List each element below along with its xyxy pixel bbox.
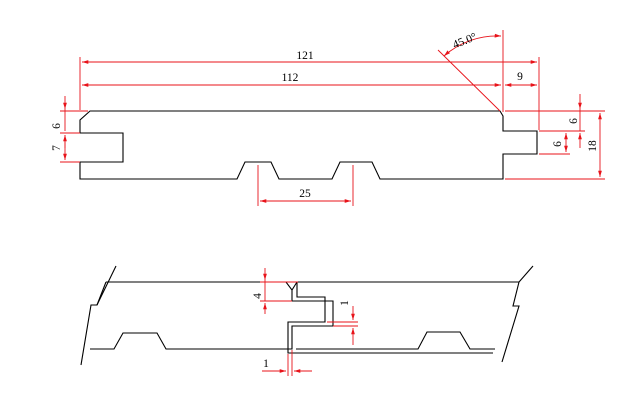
- dim-tongue-height: 6: [539, 133, 570, 155]
- dim-text-groove-top-offset: 6: [51, 123, 63, 129]
- dim-tongue-length: 9: [505, 71, 537, 87]
- dim-overall-width: 121: [79, 50, 540, 130]
- dim-text-tongue-height: 6: [552, 141, 564, 147]
- dim-board-thickness: 18: [505, 113, 605, 180]
- dim-text-relief-spacing: 25: [299, 188, 311, 200]
- dim-text-vertical-gap: 1: [339, 300, 351, 306]
- dim-text-horizontal-gap: 1: [263, 358, 269, 370]
- dim-text-tongue-angle: 45.0°: [451, 31, 479, 52]
- dim-tongue-top-offset: 6: [505, 94, 605, 148]
- dim-text-groove-height: 7: [51, 145, 63, 151]
- board-outline: [79, 110, 538, 180]
- dim-text-tongue-top-offset: 6: [568, 118, 580, 124]
- board-profile-left-joint: [80, 265, 334, 366]
- dim-text-chamfer-depth: 4: [252, 293, 264, 299]
- dim-text-face-width: 112: [282, 72, 299, 84]
- dim-chamfer-depth: 4: [252, 268, 298, 314]
- dim-groove-height: 7: [51, 135, 80, 163]
- dim-groove-top-offset: 6: [51, 96, 88, 148]
- left-board-outline: [80, 265, 117, 366]
- dim-text-board-thickness: 18: [587, 140, 599, 152]
- dim-tongue-angle: 45.0°: [437, 31, 502, 112]
- dim-relief-spacing: 25: [257, 165, 354, 206]
- dim-text-overall-width: 121: [296, 50, 314, 62]
- dim-vertical-gap: 1: [327, 300, 358, 345]
- dim-horizontal-gap: 1: [262, 350, 312, 376]
- dim-text-tongue-length: 9: [517, 71, 523, 83]
- right-board-outline: [287, 281, 519, 354]
- board-profile-top: [79, 110, 538, 180]
- dim-face-width: 112: [82, 30, 504, 112]
- board-profile-right-joint: [287, 265, 534, 363]
